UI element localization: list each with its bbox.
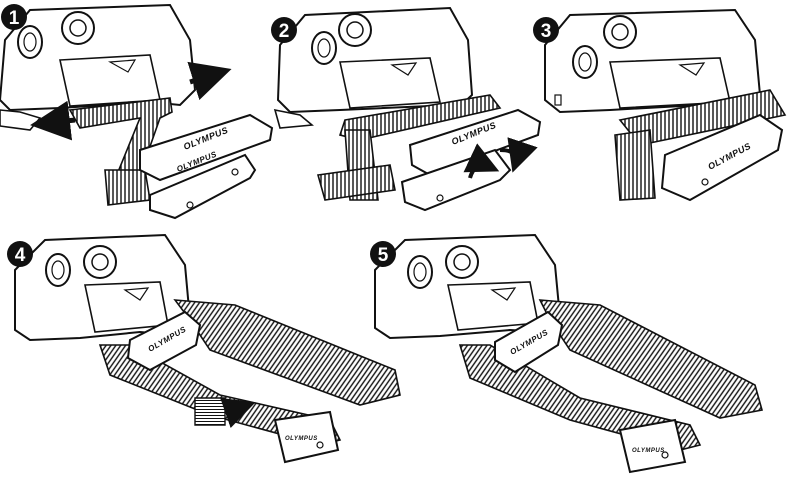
step-5-badge [370, 241, 396, 267]
step-5-number: 5 [378, 245, 389, 266]
pull-right-arrow [187, 61, 232, 101]
grip-pad [139, 113, 274, 182]
step-2-number: 2 [279, 21, 290, 42]
fold-arrow [499, 137, 538, 173]
step-2-panel: OLYMPUS 2 [271, 6, 542, 212]
step-3-badge [533, 17, 559, 43]
grip-pad [494, 310, 564, 374]
step-1-panel: OLYMPUS OLYMPUS 1 [0, 3, 274, 220]
step-4-badge [7, 241, 33, 267]
step-3-panel: OLYMPUS 3 [533, 8, 787, 202]
step-1-badge [1, 4, 27, 30]
step-2-badge [271, 17, 297, 43]
grip-pad [660, 113, 784, 202]
thread-arrow [220, 397, 256, 429]
step-1-number: 1 [9, 8, 20, 29]
grip-pad [408, 108, 542, 177]
brand-label: OLYMPUS [632, 448, 665, 454]
step-5-panel: OLYMPUS OLYMPUS 5 [370, 233, 764, 474]
grip-pad [126, 310, 202, 372]
fold-arrow [463, 143, 500, 179]
step-4-panel: OLYMPUS OLYMPUS 4 [7, 233, 401, 464]
strap [338, 94, 502, 141]
step-4-number: 4 [15, 245, 26, 266]
pull-left-arrow [30, 100, 76, 141]
brand-label: OLYMPUS [285, 436, 318, 442]
step-3-number: 3 [541, 21, 552, 42]
